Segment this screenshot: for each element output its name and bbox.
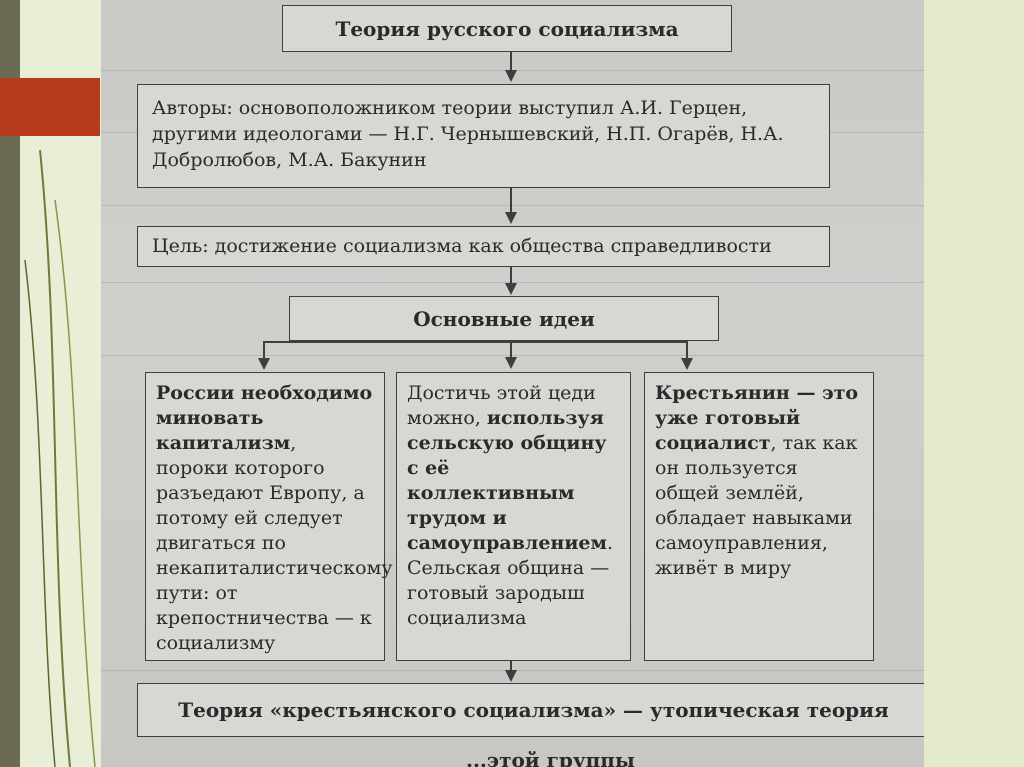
down-arrow-icon <box>681 358 693 370</box>
idea3-text: , так как он пользуется общей землёй, об… <box>655 432 858 579</box>
idea2-start: Достичь этой цеди можно, <box>407 382 596 429</box>
goal-box: Цель: достижение социализма как общества… <box>137 226 830 267</box>
idea3-bold: Крестьянин — это уже готовый социалист <box>655 382 859 454</box>
connector-line <box>510 188 512 214</box>
goal-text: Цель: достижение социализма как общества… <box>152 235 772 257</box>
conclusion-box: Теория «крестьянского социализма» — утоп… <box>137 683 924 737</box>
idea-box-1: России необходимо миновать капитализм, п… <box>145 372 393 661</box>
down-arrow-icon <box>505 283 517 295</box>
main-ideas-header: Основные идеи <box>413 306 595 331</box>
main-ideas-box: Основные идеи <box>289 296 719 341</box>
idea1-bold: России необходимо миновать капитализм <box>156 382 373 454</box>
idea1-text: , пороки которого разъедают Европу, а по… <box>156 432 393 654</box>
authors-text: Авторы: основоположником теории выступил… <box>152 97 784 171</box>
down-arrow-icon <box>505 670 517 682</box>
right-margin <box>924 0 1024 767</box>
conclusion-text: Теория «крестьянского социализма» — утоп… <box>178 698 889 722</box>
scanned-page-photo: Теория русского социализма Авторы: основ… <box>101 0 924 767</box>
red-accent-bar <box>0 78 100 136</box>
down-arrow-icon <box>505 212 517 224</box>
left-decorative-band <box>0 0 20 767</box>
down-arrow-icon <box>505 70 517 82</box>
connector-line <box>686 341 688 359</box>
branch-line <box>263 341 687 343</box>
authors-box: Авторы: основоположником теории выступил… <box>137 84 830 188</box>
diagram-title-box: Теория русского социализма <box>282 5 732 52</box>
idea2-end: . Сельская община — готовый зародыш соци… <box>407 532 614 629</box>
down-arrow-icon <box>505 357 517 369</box>
idea-box-2: Достичь этой цеди можно, используя сельс… <box>396 372 631 661</box>
idea2-bold: используя сельскую общину с её коллектив… <box>407 407 608 554</box>
idea-box-3: Крестьянин — это уже готовый социалист, … <box>644 372 874 661</box>
diagram-title: Теория русского социализма <box>335 16 679 41</box>
connector-line <box>263 341 265 359</box>
connector-line <box>510 341 512 357</box>
connector-line <box>510 52 512 72</box>
connector-line <box>510 661 512 671</box>
connector-line <box>510 267 512 284</box>
cutoff-text: ...этой группы <box>466 748 635 767</box>
down-arrow-icon <box>258 358 270 370</box>
